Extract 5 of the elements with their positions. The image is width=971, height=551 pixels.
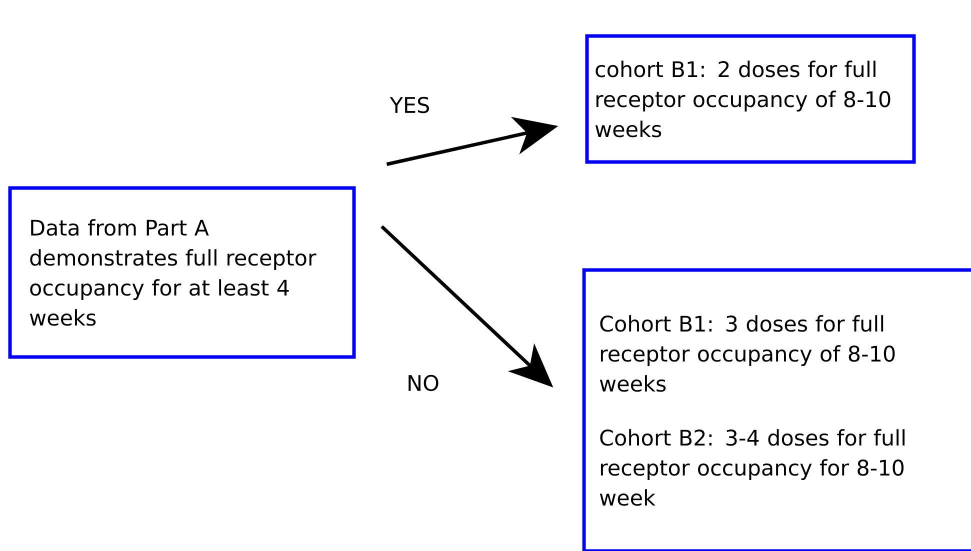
text-box: Cohort B1: 3 doses for full receptor occupancy of 8-10 weeks Cohort B2: 3-4 doses for full receptor occupancy for 8-10 week <box>582 268 971 551</box>
text-box: Data from Part A demonstrates full receptor occupancy for at least 4 weeks <box>8 186 356 359</box>
edge-label: NO <box>406 374 440 392</box>
edge-label: YES <box>388 96 432 114</box>
text-box: cohort B1: 2 doses for full receptor occupancy of 8-10 weeks <box>585 34 916 164</box>
